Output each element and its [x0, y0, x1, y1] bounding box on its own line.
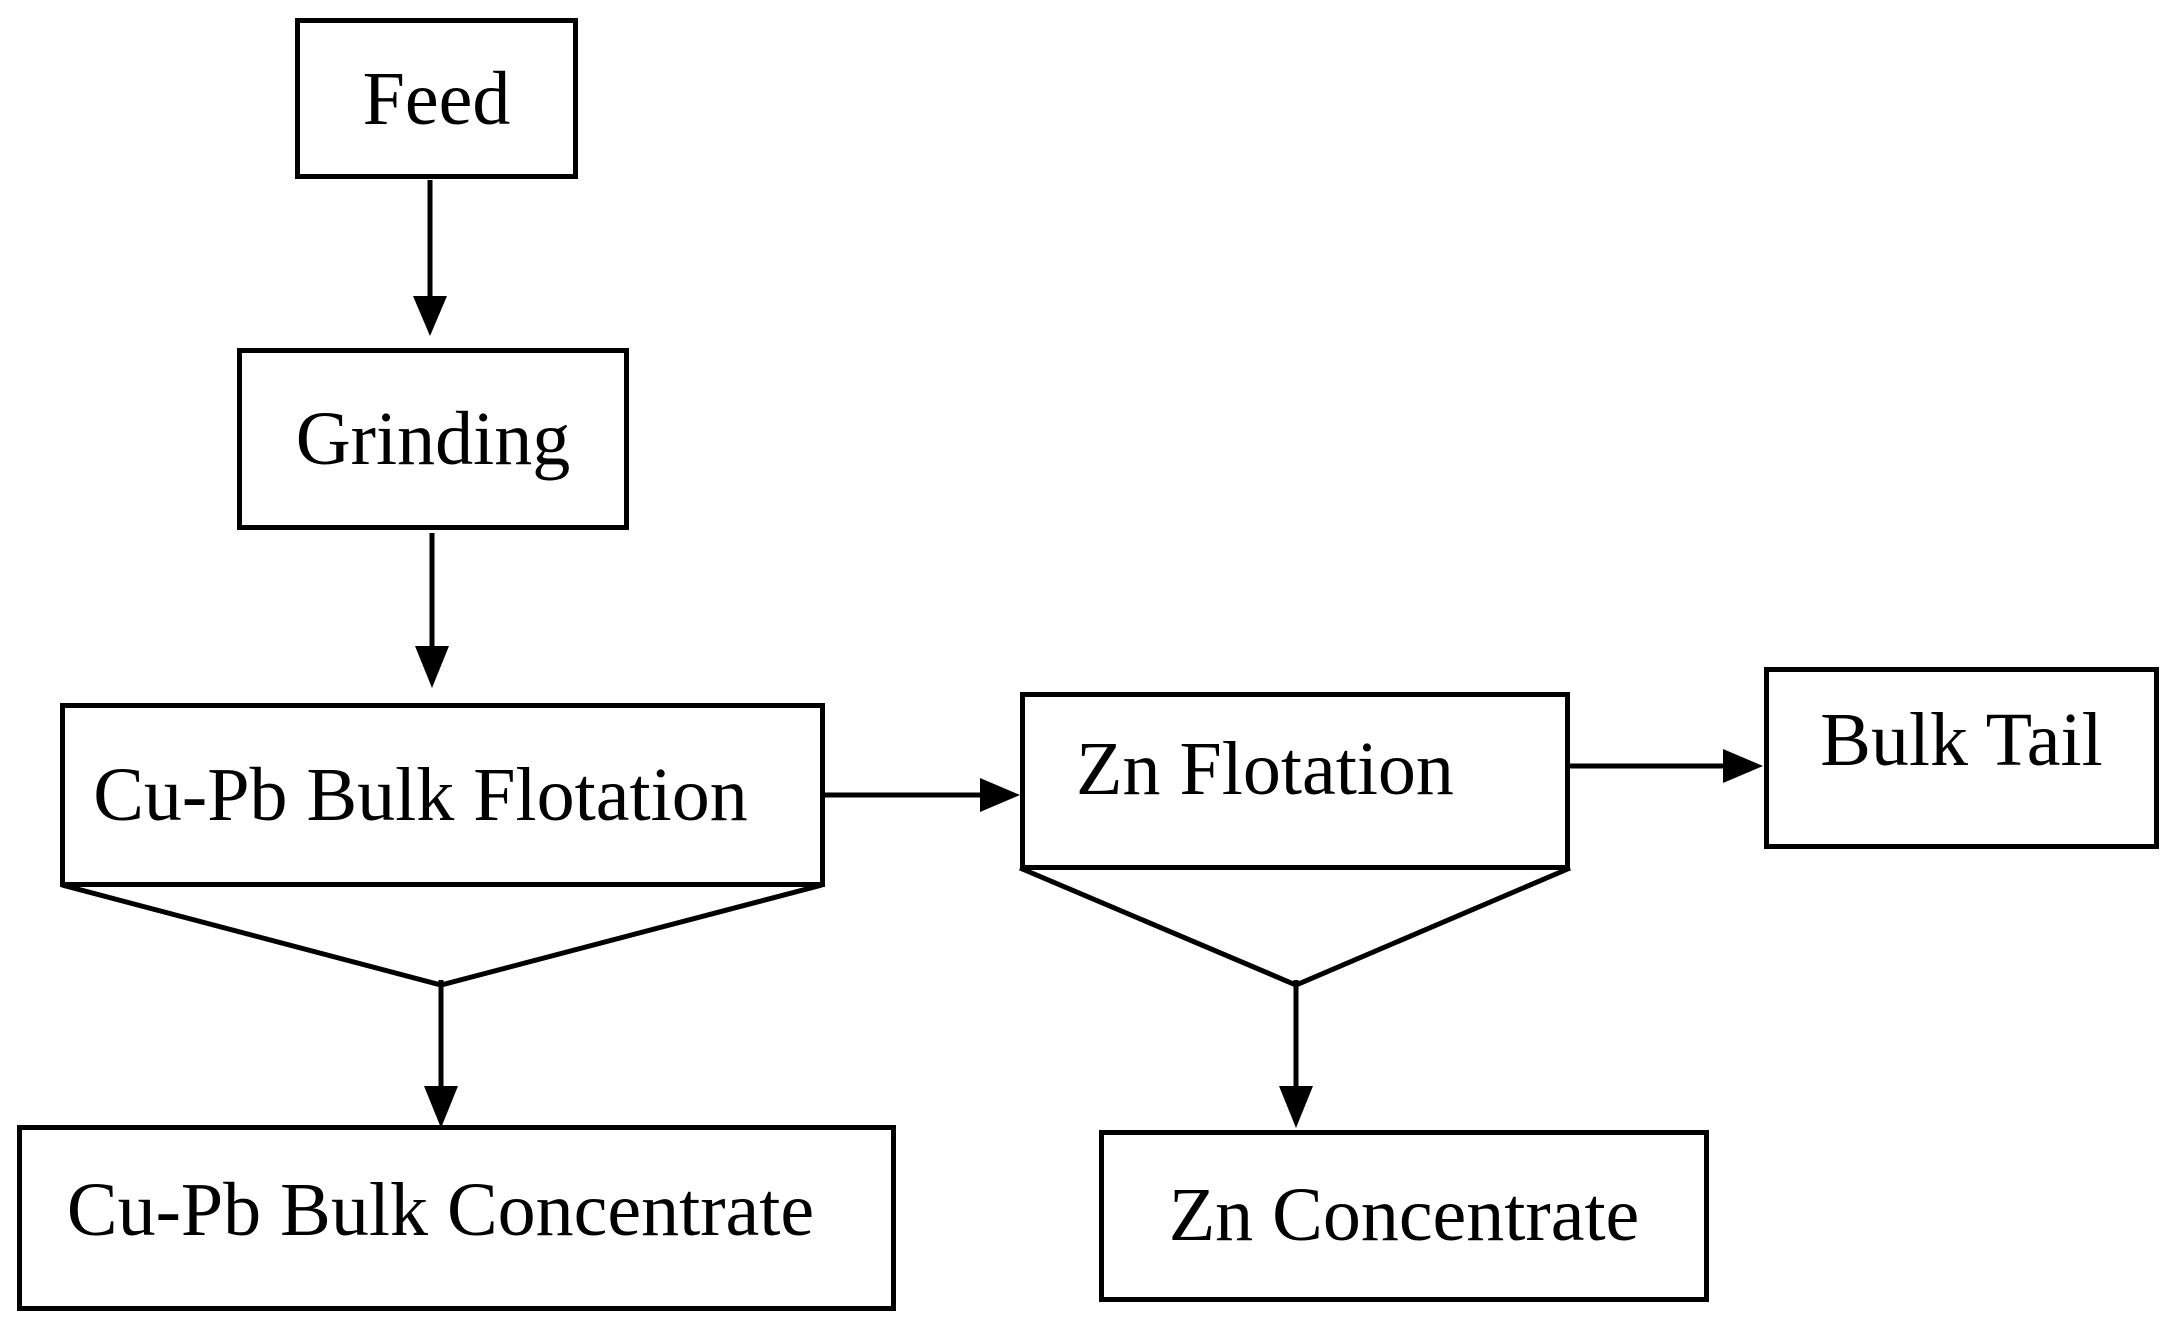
arrowhead-zn-flotation-to-zn-concentrate: [1279, 1086, 1313, 1128]
arrowhead-feed-to-grinding: [413, 296, 447, 336]
node-bulk-tail-label: Bulk Tail: [1820, 698, 2103, 782]
node-zn-concentrate: Zn Concentrate: [1099, 1130, 1709, 1302]
splitter-bulk-flotation: [61, 882, 823, 988]
node-cu-pb-bulk-concentrate: Cu-Pb Bulk Concentrate: [17, 1125, 896, 1311]
node-cu-pb-bulk-flotation: Cu-Pb Bulk Flotation: [60, 703, 825, 887]
arrowhead-zn-flotation-to-bulk-tail: [1723, 749, 1763, 783]
node-feed: Feed: [295, 18, 578, 179]
node-grinding-label: Grinding: [295, 397, 571, 481]
node-cu-pb-bulk-flotation-label: Cu-Pb Bulk Flotation: [93, 753, 748, 837]
node-feed-label: Feed: [362, 56, 511, 141]
node-zn-concentrate-label: Zn Concentrate: [1168, 1173, 1640, 1257]
node-zn-flotation: Zn Flotation: [1020, 692, 1570, 870]
arrowhead-bulk-flotation-to-bulk-concentrate: [424, 1086, 458, 1128]
arrowhead-grinding-to-bulk-flotation: [415, 646, 449, 688]
node-grinding: Grinding: [237, 348, 629, 530]
splitter-zn-flotation: [1019, 865, 1571, 988]
node-bulk-tail: Bulk Tail: [1764, 667, 2159, 849]
node-zn-flotation-label: Zn Flotation: [1076, 727, 1454, 811]
node-cu-pb-bulk-concentrate-label: Cu-Pb Bulk Concentrate: [66, 1168, 815, 1252]
arrowhead-bulk-flotation-to-zn-flotation: [980, 778, 1020, 812]
